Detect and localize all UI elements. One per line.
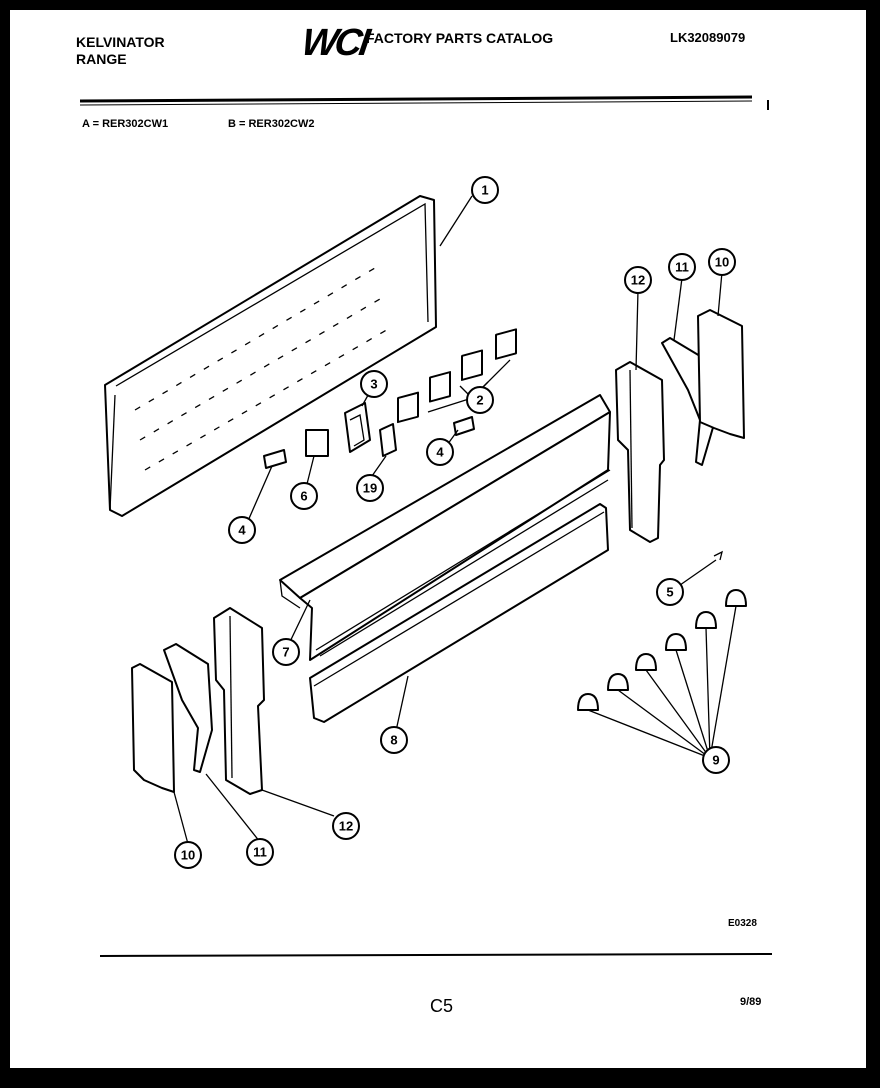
left-end-cap [213,607,265,795]
revision-date: 9/89 [740,996,762,1008]
infinite-switches [397,328,517,424]
drawing-code: E0328 [728,918,757,929]
svg-text:12: 12 [339,819,353,834]
callout-2: 2 [466,386,494,414]
control-panel [279,394,611,661]
svg-text:8: 8 [390,733,397,748]
exploded-parts-diagram: 1 2 3 4 4 5 6 7 8 9 10 10 11 11 12 12 19 [79,95,773,957]
product-type: RANGE [76,51,127,67]
callout-5: 5 [656,578,684,606]
callout-9: 9 [702,746,730,774]
footer-rule [99,953,773,957]
switch-bracket-left [263,449,287,469]
callout-12-right: 12 [624,266,652,294]
svg-text:11: 11 [253,845,267,860]
left-side-trim [131,663,175,793]
svg-text:9: 9 [712,753,719,768]
backguard-panel [104,195,437,517]
control-panel-trim [309,503,609,723]
leader-lines [173,195,737,845]
svg-text:19: 19 [363,481,377,496]
svg-text:11: 11 [675,260,689,275]
right-side-trim [697,309,745,439]
catalog-number: LK32089079 [670,30,746,45]
brand-name: KELVINATOR [76,34,165,50]
callout-11-right: 11 [668,253,696,281]
page-number: C5 [430,996,454,1016]
svg-text:6: 6 [300,489,307,504]
knob-clip [713,550,723,561]
svg-text:10: 10 [181,848,195,863]
svg-text:4: 4 [238,523,246,538]
switch-bracket-right [453,416,475,436]
timer [344,402,397,457]
left-end-cap-bracket [163,643,213,773]
header-rule [79,95,753,103]
control-knobs [577,589,747,711]
callout-3: 3 [360,370,388,398]
callout-6: 6 [290,482,318,510]
svg-text:2: 2 [476,393,483,408]
callout-19: 19 [356,474,384,502]
svg-text:5: 5 [666,585,673,600]
brand-block: KELVINATOR RANGE [76,34,165,68]
callout-8: 8 [380,726,408,754]
catalog-title: FACTORY PARTS CATALOG [366,30,554,46]
svg-text:12: 12 [631,273,645,288]
svg-text:7: 7 [282,645,289,660]
oven-switch [305,429,329,457]
callout-11-left: 11 [246,838,274,866]
model-a-label: A = RER302CW1 [82,118,169,130]
svg-text:10: 10 [715,255,729,270]
callout-12-left: 12 [332,812,360,840]
callout-7: 7 [272,638,300,666]
svg-text:3: 3 [370,377,377,392]
svg-text:4: 4 [436,445,444,460]
callout-10-left: 10 [174,841,202,869]
catalog-page: KELVINATOR RANGE WCI FACTORY PARTS CATAL… [10,10,866,1068]
callout-4-right: 4 [426,438,454,466]
model-b-label: B = RER302CW2 [228,118,315,130]
callout-10-right: 10 [708,248,736,276]
callout-1: 1 [471,176,499,204]
svg-text:1: 1 [481,183,488,198]
callout-4-left: 4 [228,516,256,544]
right-end-cap [615,361,665,543]
